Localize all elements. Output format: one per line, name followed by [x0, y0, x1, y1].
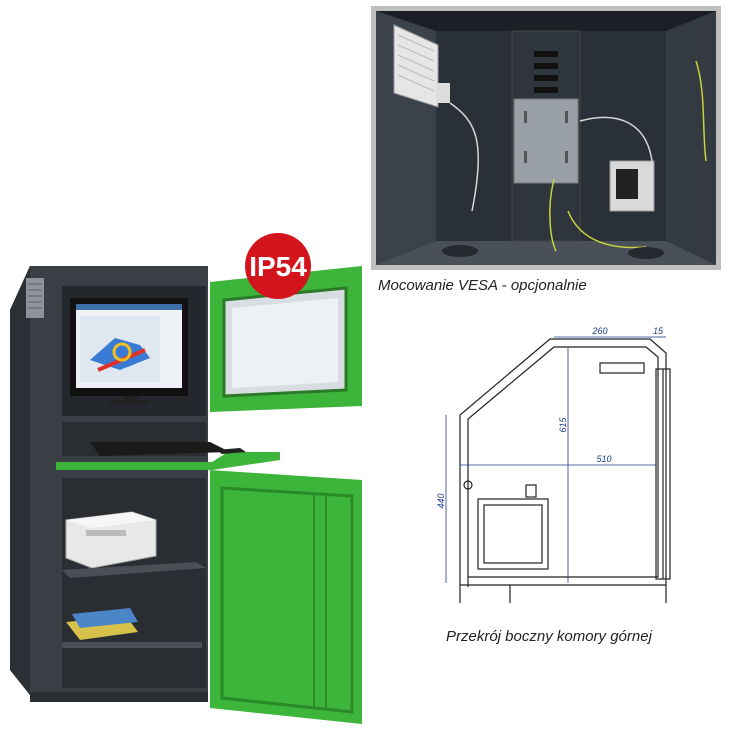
ip54-badge-text: IP54	[249, 251, 307, 282]
keyboard-tray	[56, 422, 280, 470]
dim-top-width: 260	[591, 326, 607, 336]
books	[62, 608, 202, 648]
top-vent	[26, 278, 44, 318]
monitor	[70, 298, 188, 404]
section-caption: Przekrój boczny komory górnej	[446, 628, 652, 645]
fan-grille	[393, 24, 450, 108]
vesa-caption: Mocowanie VESA - opcjonalnie	[378, 277, 587, 294]
dim-depth: 510	[596, 454, 611, 464]
cabinet-interior-illustration	[376, 11, 716, 265]
dim-height-lower: 440	[436, 493, 446, 508]
ip54-badge: IP54	[238, 232, 318, 300]
cabinet-illustration	[0, 230, 372, 735]
printer	[65, 511, 157, 569]
section-drawing: 260 15 615 510 440	[430, 325, 680, 610]
power-socket-unit	[609, 160, 655, 212]
upper-door	[210, 266, 362, 412]
interior-photo	[371, 6, 721, 270]
vesa-mount	[511, 30, 581, 242]
lower-door	[210, 470, 362, 724]
dim-height-total: 615	[558, 417, 568, 433]
dim-top-right: 15	[653, 326, 664, 336]
